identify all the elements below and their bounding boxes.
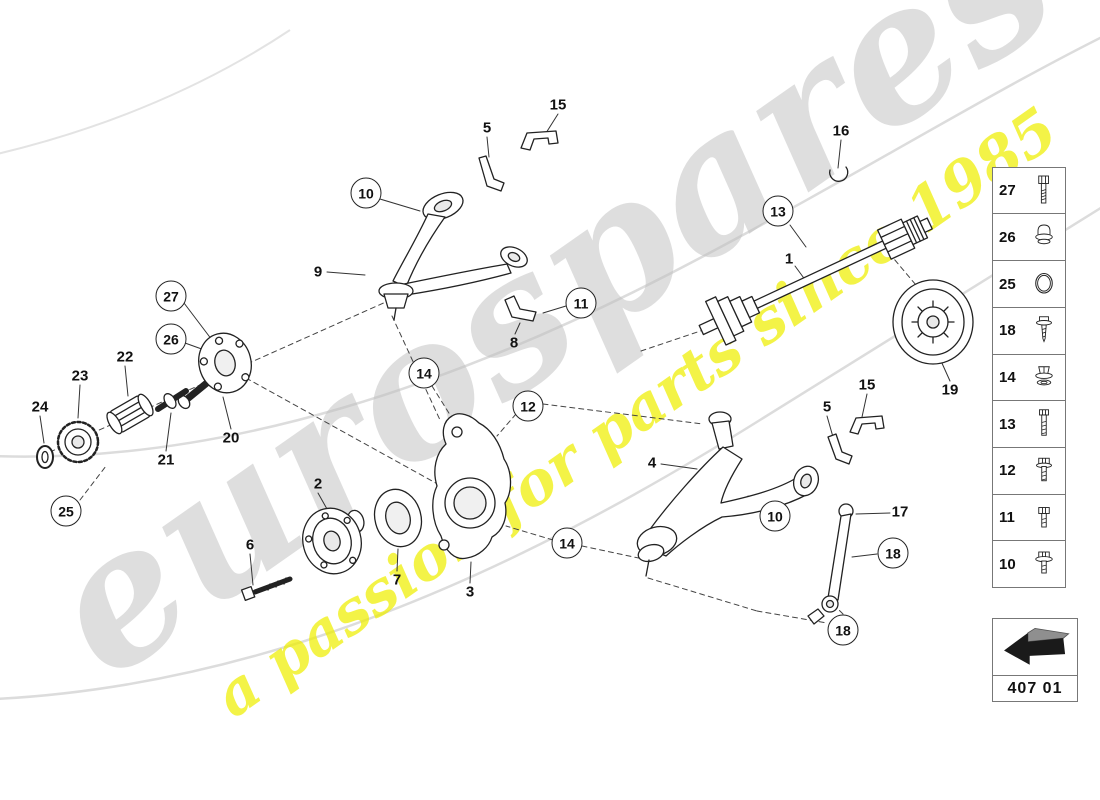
part-wheel-bearing: [373, 488, 423, 548]
hex-flange-bolt-icon: [1029, 545, 1059, 583]
part-hub-flange: [177, 332, 252, 410]
part-callout-circle-18[interactable]: 18: [877, 537, 909, 569]
long-hex-bolt-icon: [1029, 405, 1059, 443]
legend-part-number: 12: [999, 462, 1016, 480]
part-joint-flange: [892, 279, 974, 365]
part-callout-circle-13[interactable]: 13: [762, 195, 794, 227]
part-callout-label-16[interactable]: 16: [832, 122, 850, 140]
legend-item-13[interactable]: 13: [992, 400, 1066, 449]
legend-item-18[interactable]: 18: [992, 306, 1066, 355]
part-callout-label-24[interactable]: 24: [31, 398, 49, 416]
part-callout-circle-10[interactable]: 10: [350, 177, 382, 209]
hex-bolt-icon: [1029, 499, 1059, 537]
part-callout-circle-14[interactable]: 14: [408, 357, 440, 389]
legend-item-27[interactable]: 27: [992, 166, 1066, 215]
part-wheel-hub: [302, 507, 365, 575]
part-callout-circle-18[interactable]: 18: [827, 614, 859, 646]
part-callout-label-21[interactable]: 21: [157, 451, 175, 469]
legend-item-12[interactable]: 12: [992, 446, 1066, 495]
part-lock-washer: [36, 445, 54, 469]
page-code-panel: 407 01: [992, 618, 1078, 702]
legend-part-number: 14: [999, 369, 1016, 387]
hex-bolt-washer-icon: [1029, 452, 1059, 490]
part-cv-gear-ring: [56, 420, 100, 464]
tapping-screw-icon: [1029, 312, 1059, 350]
part-callout-circle-14[interactable]: 14: [551, 527, 583, 559]
part-bracket-8: [504, 295, 537, 322]
part-callout-label-23[interactable]: 23: [71, 367, 89, 385]
part-callout-circle-11[interactable]: 11: [565, 287, 597, 319]
part-callout-label-20[interactable]: 20: [222, 429, 240, 447]
legend-part-number: 26: [999, 228, 1016, 246]
legend-item-26[interactable]: 26: [992, 213, 1066, 262]
part-knuckle: [432, 413, 512, 560]
part-callout-label-8[interactable]: 8: [509, 334, 519, 352]
part-callout-label-6[interactable]: 6: [245, 536, 255, 554]
part-lower-control-arm: [636, 411, 820, 577]
part-bolt-6: [240, 576, 293, 601]
part-callout-label-9[interactable]: 9: [313, 263, 323, 281]
part-callout-circle-27[interactable]: 27: [155, 280, 187, 312]
cap-nut-icon: [1029, 218, 1059, 256]
legend-part-number: 18: [999, 322, 1016, 340]
legend-part-number: 11: [999, 509, 1015, 527]
part-callout-label-19[interactable]: 19: [941, 381, 959, 399]
legend-item-10[interactable]: 10: [992, 540, 1066, 589]
part-callout-label-15[interactable]: 15: [858, 376, 876, 394]
legend-item-11[interactable]: 11: [992, 493, 1066, 542]
part-bracket-15-top: [520, 130, 559, 151]
legend-item-14[interactable]: 14: [992, 353, 1066, 402]
part-splined-sleeve: [106, 393, 154, 435]
part-callout-label-22[interactable]: 22: [116, 348, 134, 366]
part-callout-circle-25[interactable]: 25: [50, 495, 82, 527]
part-stub-axle: [155, 388, 189, 412]
part-callout-label-17[interactable]: 17: [891, 503, 909, 521]
part-bracket-5-top: [478, 155, 505, 192]
legend-item-25[interactable]: 25: [992, 260, 1066, 309]
legend-part-number: 27: [999, 182, 1016, 200]
part-callout-label-1[interactable]: 1: [784, 250, 794, 268]
part-circlip-16: [829, 166, 849, 182]
o-ring-icon: [1029, 265, 1059, 303]
part-callout-label-5[interactable]: 5: [482, 119, 492, 137]
part-callout-label-7[interactable]: 7: [392, 571, 402, 589]
part-callout-circle-26[interactable]: 26: [155, 323, 187, 355]
part-callout-circle-12[interactable]: 12: [512, 390, 544, 422]
part-link-bracket: [807, 503, 854, 625]
fastener-legend: 27 26 25: [992, 166, 1066, 589]
part-bracket-15-right: [849, 415, 885, 435]
socket-head-bolt-icon: [1029, 172, 1059, 210]
part-callout-circle-10[interactable]: 10: [759, 500, 791, 532]
part-bracket-5-right: [827, 433, 853, 465]
part-callout-label-15[interactable]: 15: [549, 96, 567, 114]
legend-part-number: 25: [999, 275, 1016, 293]
page-code: 407 01: [992, 676, 1078, 702]
legend-part-number: 10: [999, 555, 1016, 573]
part-drive-shaft: [698, 166, 933, 346]
part-callout-label-4[interactable]: 4: [647, 454, 657, 472]
part-callout-label-2[interactable]: 2: [313, 475, 323, 493]
part-upper-control-arm: [378, 191, 528, 321]
flange-nut-washer-icon: [1029, 359, 1059, 397]
part-callout-label-5[interactable]: 5: [822, 398, 832, 416]
part-callout-label-3[interactable]: 3: [465, 583, 475, 601]
legend-part-number: 13: [999, 415, 1016, 433]
direction-arrow-icon: [992, 618, 1078, 676]
